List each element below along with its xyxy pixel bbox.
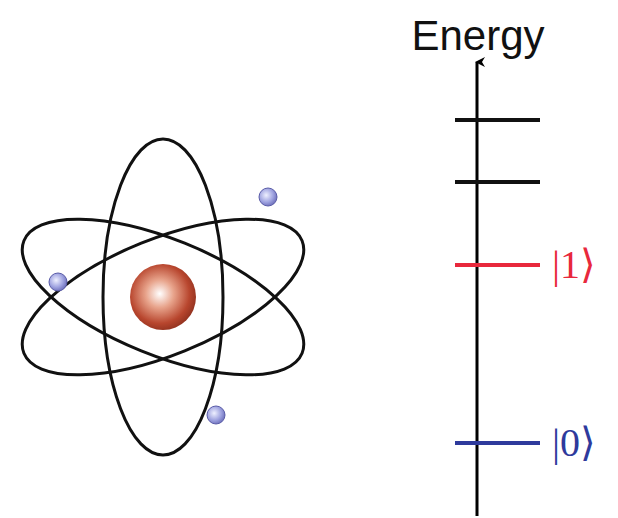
- axis-title: Energy: [411, 15, 544, 57]
- state-label: |1⟩: [552, 245, 596, 285]
- energy-level: [455, 180, 540, 184]
- orbit: [2, 187, 324, 407]
- energy-level: [455, 118, 540, 122]
- atom: [2, 139, 324, 455]
- energy-axis: [476, 62, 479, 516]
- state-label: |0⟩: [552, 423, 596, 463]
- orbit: [103, 139, 223, 455]
- energy-level: [455, 263, 540, 267]
- electron: [207, 406, 225, 424]
- electron: [259, 188, 277, 206]
- electron: [49, 273, 67, 291]
- energy-level: [455, 441, 540, 445]
- nucleus: [130, 264, 196, 330]
- orbit: [2, 187, 324, 407]
